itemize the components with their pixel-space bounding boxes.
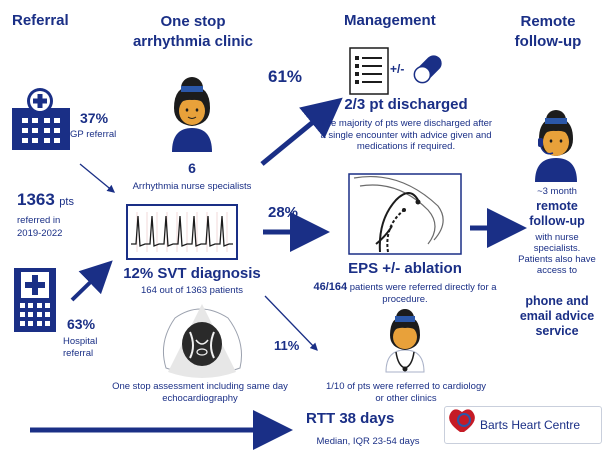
arrow-referred [264, 295, 318, 351]
doctor-avatar-icon [385, 309, 425, 373]
eps-count: 46/164 [313, 281, 348, 293]
total-referrals-unit: pts [59, 196, 74, 208]
total-referrals-number: 1363 [17, 190, 55, 209]
arrow-discharged [260, 97, 343, 166]
ecg-trace-icon [126, 204, 238, 260]
heading-management: Management [344, 12, 436, 29]
rtt-subtitle: Median, IQR 23-54 days [316, 436, 420, 447]
logo-text: Barts Heart Centre [480, 418, 581, 432]
total-referrals: 1363 pts [17, 190, 74, 210]
remote-bold-2: phone and email advice service [519, 294, 595, 338]
discharged-text: The majority of pts were discharged afte… [319, 118, 493, 152]
heading-remote: Remote follow-up [514, 13, 582, 50]
arrow-hospital-to-clinic [70, 260, 113, 302]
barts-heart-logo-icon [449, 409, 475, 432]
heading-referral: Referral [12, 12, 69, 29]
prescription-icon [349, 47, 389, 95]
barts-heart-logo [444, 406, 602, 444]
remote-line-2: with nurse specialists. Patients also ha… [518, 232, 596, 276]
percent-61: 61% [268, 67, 303, 86]
nurse-count: 6 [188, 160, 196, 176]
gp-label: GP referral [70, 129, 117, 140]
svt-diagnosis-title: 12% SVT diagnosis [123, 265, 261, 282]
heading-clinic: One stop arrhythmia clinic [132, 13, 254, 50]
nurse-headset-avatar-icon [535, 110, 577, 182]
percent-11: 11% [274, 338, 300, 353]
plus-minus-label: +/- [390, 62, 405, 76]
pill-icon [413, 55, 442, 84]
nurse-label: Arrhythmia nurse specialists [132, 181, 252, 192]
rtt-title: RTT 38 days [306, 410, 395, 427]
clinic-building-icon [14, 268, 56, 332]
hospital-building-icon [12, 88, 70, 150]
hospital-label: Hospital referral [63, 336, 98, 359]
gp-percent: 37% [80, 110, 109, 126]
referred-text: 1/10 of pts were referred to cardiology … [325, 381, 486, 404]
nurse-avatar-icon [172, 77, 212, 152]
total-referrals-caption: referred in 2019-2022 [17, 215, 63, 239]
svt-diagnosis-subtitle: 164 out of 1363 patients [141, 285, 243, 296]
eps-text-block: 46/164 patients were referred directly f… [312, 281, 498, 305]
echocardiogram-icon [163, 304, 242, 378]
discharged-title: 2/3 pt discharged [344, 96, 468, 113]
remote-bold-1: remote follow-up [529, 199, 585, 228]
remote-line-1: ~3 month [537, 186, 577, 197]
hospital-percent: 63% [67, 316, 96, 332]
arrow-gp-to-clinic [79, 163, 116, 193]
echo-caption: One stop assessment including same day e… [112, 381, 288, 404]
percent-28: 28% [268, 204, 299, 221]
catheter-ablation-icon [348, 173, 462, 255]
eps-title: EPS +/- ablation [348, 260, 462, 277]
eps-text: patients were referred directly for a pr… [349, 282, 497, 305]
